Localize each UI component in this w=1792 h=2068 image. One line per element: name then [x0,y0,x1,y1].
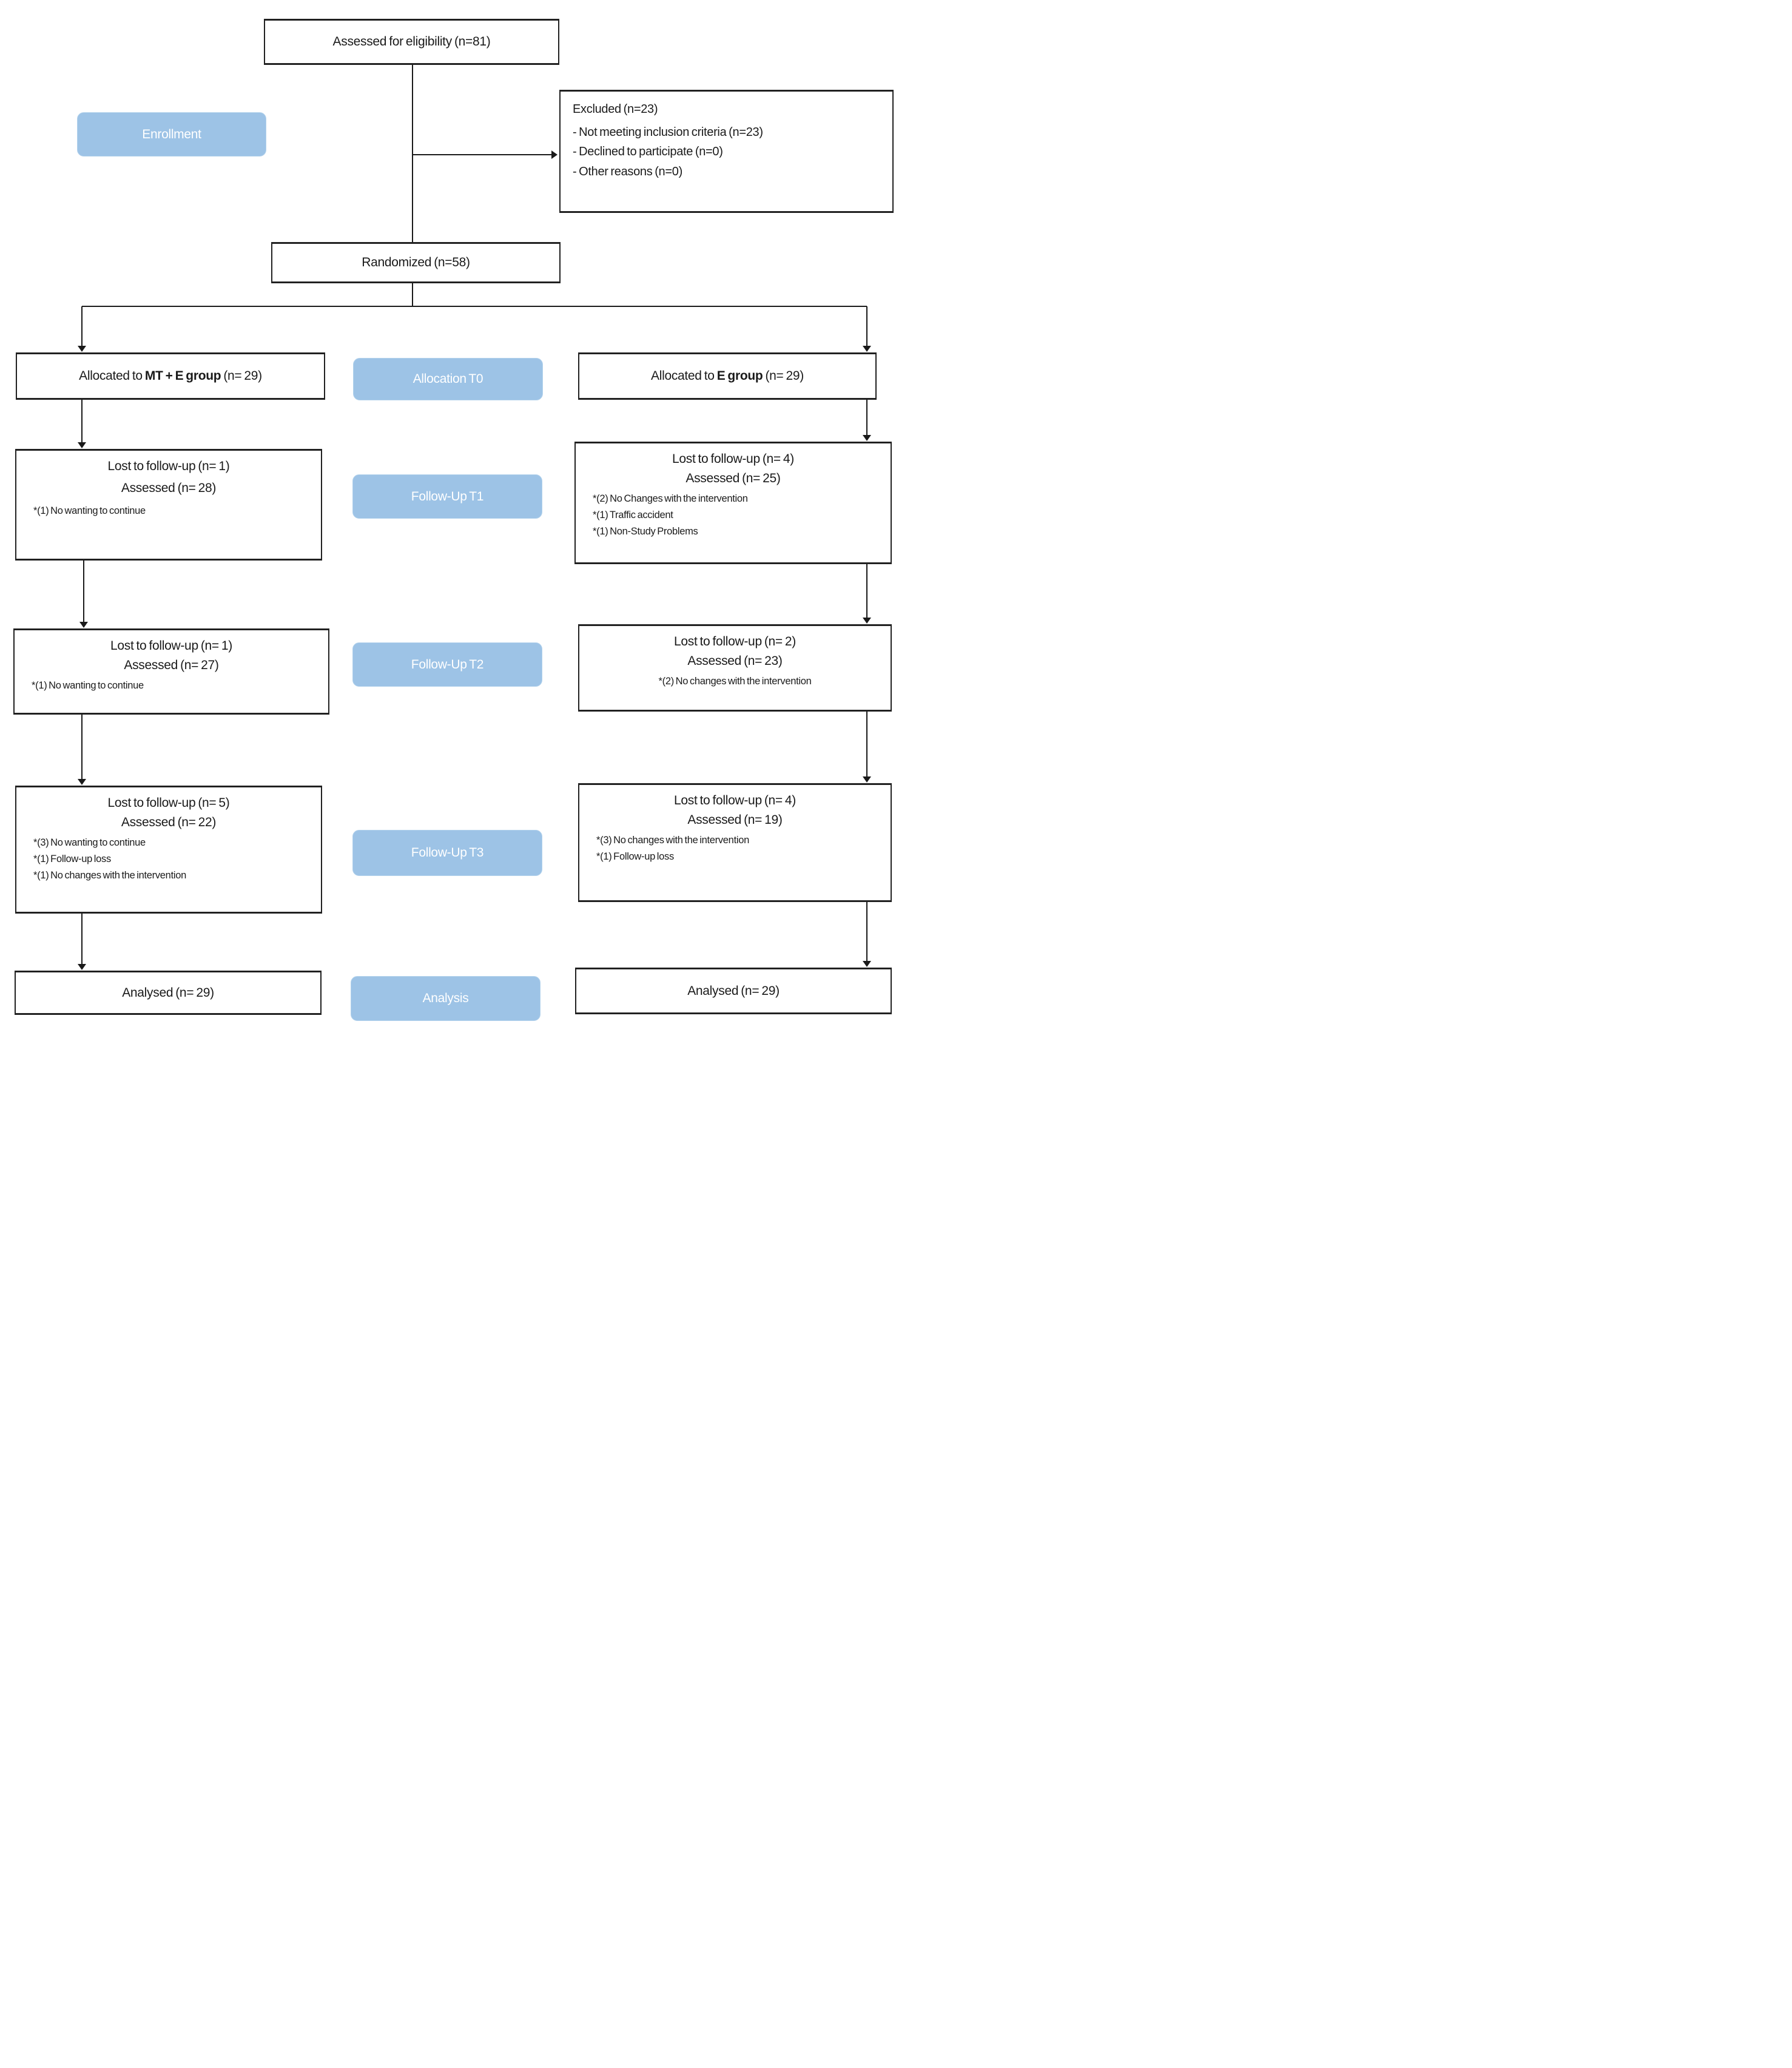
followup3-left-box: Lost to follow-up (n= 5) Assessed (n= 22… [15,786,322,914]
assessed-line: Assessed (n= 27) [124,658,219,672]
randomized-box: Randomized (n=58) [271,242,561,283]
lost-line: Lost to follow-up (n= 1) [110,639,232,653]
excluded-box: Excluded (n=23) - Not meeting inclusion … [559,90,894,213]
randomized-label: Randomized (n=58) [362,255,470,270]
excluded-item: - Other reasons (n=0) [573,164,682,178]
stage-allocation-label: Allocation T0 [413,372,483,386]
assessed-line: Assessed (n= 22) [121,815,217,829]
stage-enrollment: Enrollment [77,112,266,157]
consort-flow-diagram: Assessed for eligibility (n=81) Enrollme… [0,0,896,1034]
reason-item: *(1) No changes with the intervention [33,870,186,881]
stage-analysis-label: Analysis [422,991,469,1005]
lost-line: Lost to follow-up (n= 1) [107,459,230,473]
reason-item: *(1) No wanting to continue [32,680,144,691]
reason-item: *(3) No changes with the intervention [596,835,749,846]
analysed-left-box: Analysed (n= 29) [15,971,322,1015]
followup1-left-box: Lost to follow-up (n= 1) Assessed (n= 28… [15,449,322,561]
analysed-right-box: Analysed (n= 29) [575,968,892,1014]
allocated-mte-box: Allocated to MT + E group (n= 29) [16,352,325,400]
stage-followup2: Follow-Up T2 [352,642,542,687]
allocated-e-box: Allocated to E group (n= 29) [578,352,877,400]
reason-item: *(2) No changes with the intervention [658,676,812,687]
reason-item: *(1) Non-Study Problems [593,526,698,537]
reason-item: *(1) Follow-up loss [33,854,111,865]
followup3-right-box: Lost to follow-up (n= 4) Assessed (n= 19… [578,783,892,902]
lost-line: Lost to follow-up (n= 4) [674,793,796,807]
analysed-left-label: Analysed (n= 29) [122,985,214,1000]
stage-followup3-label: Follow-Up T3 [411,846,484,860]
assessed-line: Assessed (n= 28) [121,481,217,495]
stage-allocation: Allocation T0 [353,358,543,400]
lost-line: Lost to follow-up (n= 2) [674,635,796,648]
reason-item: *(1) Traffic accident [593,510,673,521]
excluded-item: - Not meeting inclusion criteria (n=23) [573,126,763,139]
excluded-item: - Declined to participate (n=0) [573,145,723,159]
reason-item: *(1) Follow-up loss [596,851,674,863]
reason-item: *(1) No wanting to continue [33,505,146,516]
lost-line: Lost to follow-up (n= 4) [672,452,794,466]
eligibility-box: Assessed for eligibility (n=81) [264,19,559,65]
stage-enrollment-label: Enrollment [142,127,201,141]
reason-item: *(3) No wanting to continue [33,837,146,848]
stage-followup1-label: Follow-Up T1 [411,489,484,504]
stage-followup2-label: Follow-Up T2 [411,657,484,672]
analysed-right-label: Analysed (n= 29) [687,983,780,998]
eligibility-label: Assessed for eligibility (n=81) [332,35,491,49]
followup2-right-box: Lost to follow-up (n= 2) Assessed (n= 23… [578,624,892,712]
assessed-line: Assessed (n= 23) [687,654,783,668]
assessed-line: Assessed (n= 25) [685,471,781,485]
reason-item: *(2) No Changes with the intervention [593,493,748,504]
excluded-title: Excluded (n=23) [573,103,658,116]
stage-analysis: Analysis [351,976,541,1021]
followup1-right-box: Lost to follow-up (n= 4) Assessed (n= 25… [574,442,892,564]
stage-followup1: Follow-Up T1 [352,474,542,519]
allocated-e-label: Allocated to E group (n= 29) [651,369,804,383]
followup2-left-box: Lost to follow-up (n= 1) Assessed (n= 27… [13,628,329,715]
connector-arrows [78,65,871,970]
assessed-line: Assessed (n= 19) [687,813,783,827]
stage-followup3: Follow-Up T3 [352,830,542,876]
lost-line: Lost to follow-up (n= 5) [107,796,230,810]
allocated-mte-label: Allocated to MT + E group (n= 29) [79,369,262,383]
